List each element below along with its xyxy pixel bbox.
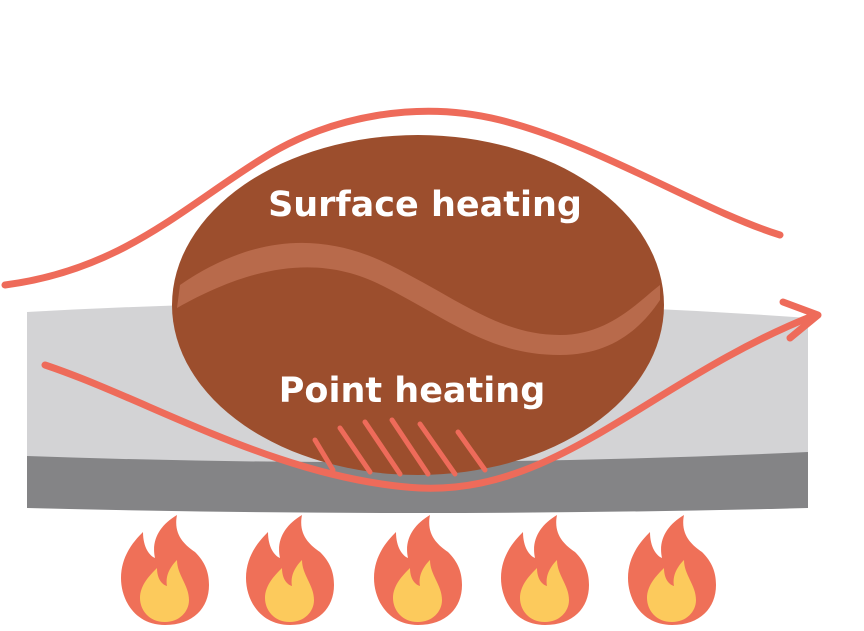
flame-icon (121, 515, 209, 625)
point-heating-hatch (312, 417, 488, 477)
flame-icon (501, 515, 589, 625)
point-heating-label: Point heating (279, 371, 546, 411)
flame-icon (374, 515, 462, 625)
flame-icon (628, 515, 716, 625)
flames (121, 515, 716, 625)
pan-base (27, 450, 808, 513)
surface-heat-arrow (1, 107, 784, 289)
point-heat-arrow (41, 298, 822, 492)
bean-stripe (177, 242, 660, 355)
surface-heating-label: Surface heating (268, 185, 582, 225)
coffee-bean (172, 135, 664, 477)
flame-icon (246, 515, 334, 625)
arrowhead-icon (779, 298, 822, 342)
